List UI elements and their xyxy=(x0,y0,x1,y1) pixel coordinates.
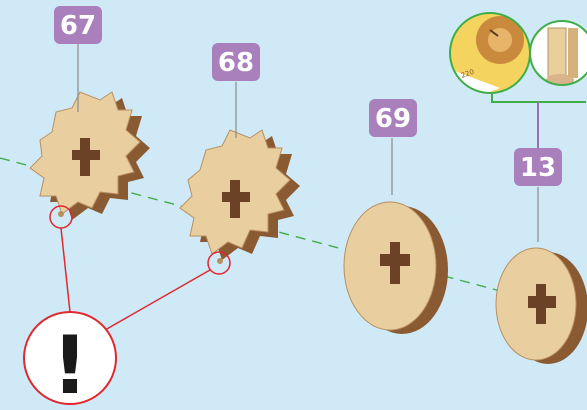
warning-marker-68 xyxy=(207,251,231,275)
badge-13-label: 13 xyxy=(520,153,556,183)
badge-69: 69 xyxy=(369,99,417,137)
badge-67-label: 67 xyxy=(60,11,96,41)
badge-68: 68 xyxy=(212,43,260,81)
part-13-disc xyxy=(495,247,587,364)
exclamation-icon: ! xyxy=(52,319,88,410)
badge-68-label: 68 xyxy=(218,48,254,78)
badge-13: 13 xyxy=(514,148,562,186)
warning-circle xyxy=(23,311,117,405)
warning-callout: ! xyxy=(23,205,231,410)
part-69-disc xyxy=(343,201,448,334)
badge-69-label: 69 xyxy=(375,104,411,134)
badge-67: 67 xyxy=(54,6,102,44)
part-68-gear xyxy=(179,129,300,264)
part-67-gear xyxy=(29,91,150,220)
